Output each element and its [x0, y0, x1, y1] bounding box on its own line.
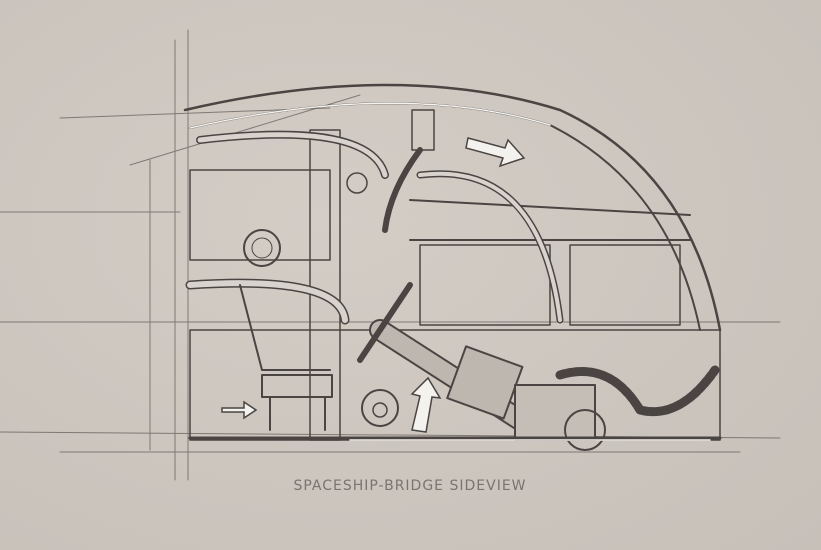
drawing-caption: SPACESHIP-BRIDGE SIDEVIEW [293, 478, 527, 494]
